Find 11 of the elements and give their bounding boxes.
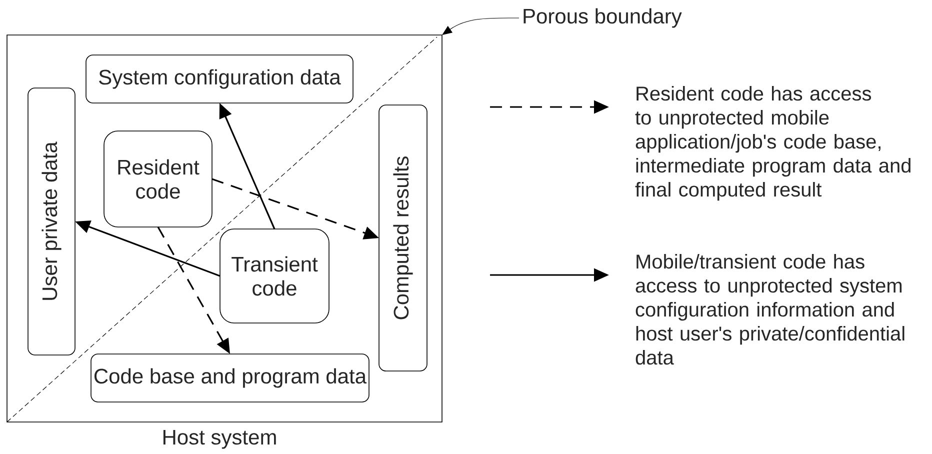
legend-text: Resident code has access to unprotected mobile application/job's code base, intermediate program data and final computed result (635, 86, 910, 201)
code-box: Transient code (220, 228, 330, 324)
code-box: Resident code (104, 130, 212, 228)
leader-line (442, 18, 520, 35)
node-label: Host system (163, 430, 276, 449)
legend-text: Mobile/transient code has access to unprotected system configuration information and host user's private/confidential data (636, 254, 904, 365)
data-box: User private data (28, 88, 76, 356)
boundary-label: Porous boundary (524, 8, 682, 28)
data-box: Code base and program data (90, 354, 370, 402)
data-box: System configuration data (86, 54, 354, 104)
data-box: Computed results (378, 104, 428, 372)
